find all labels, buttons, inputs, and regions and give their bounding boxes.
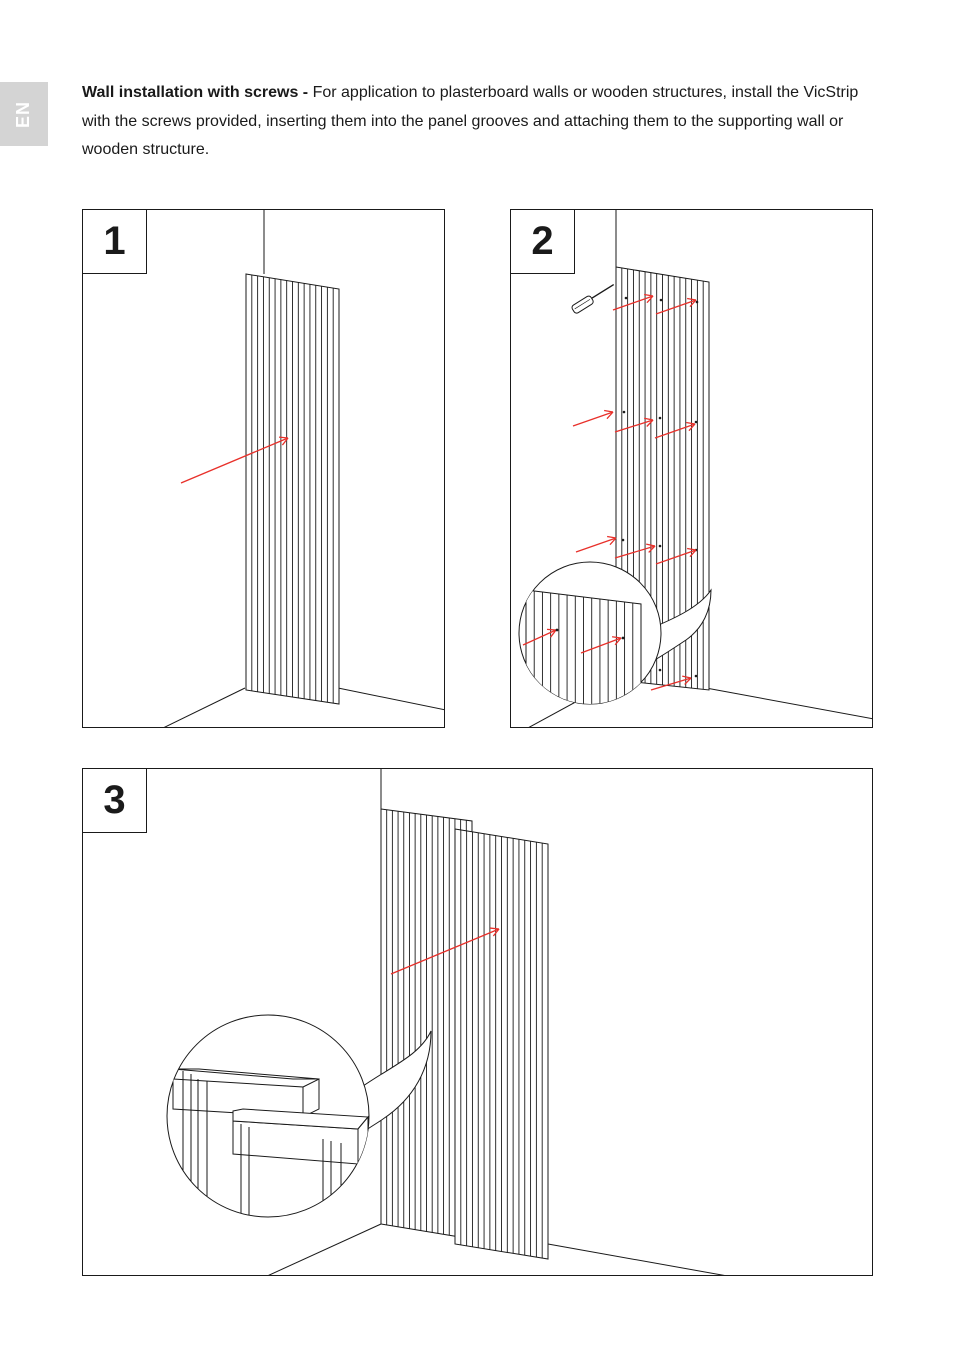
screw-icon [555,628,559,632]
step-2-arrow [650,675,692,691]
step-2-detail-arrow [522,628,557,646]
language-tab-label: EN [13,100,34,128]
step-3-number: 3 [83,769,147,833]
intro-paragraph: Wall installation with screws - For appl… [82,79,882,165]
screw-icon [624,296,628,300]
screw-icon [694,420,698,424]
screwdriver-icon [571,283,615,314]
step-2-arrow [572,409,614,427]
step-2-detail-arrow [580,636,622,654]
step-3-panel: 3 [82,768,873,1276]
screw-icon [658,668,662,672]
step-2-illustration [518,210,872,727]
screw-icon [659,298,663,302]
step-1-panel: 1 [82,209,445,728]
language-tab[interactable]: EN [0,82,48,146]
intro-heading: Wall installation with screws - [82,84,309,101]
screw-icon [658,544,662,548]
step-2-arrow [612,293,654,311]
screw-icon [694,674,698,678]
step-2-arrow [655,297,697,315]
step-1-arrow [180,436,289,484]
screw-icon [621,538,625,542]
step-2-panel: 2 [510,209,873,728]
step-3-arrow [390,927,500,975]
step-1-number: 1 [83,210,147,274]
step-2-arrow [655,547,697,565]
step-2-arrow [614,543,656,559]
step-2-arrow [614,417,654,433]
screw-icon [695,300,699,304]
screw-icon [658,416,662,420]
step-3-illustration [166,769,725,1275]
step-2-number: 2 [511,210,575,274]
step-2-arrow [575,535,617,553]
screw-icon [621,636,625,640]
step-3-detail-magnifier [166,1014,432,1218]
step-2-arrow [654,421,696,439]
intro-body: For application to plasterboard walls or… [82,84,859,158]
step-1-illustration [163,210,444,727]
screw-icon [622,410,626,414]
